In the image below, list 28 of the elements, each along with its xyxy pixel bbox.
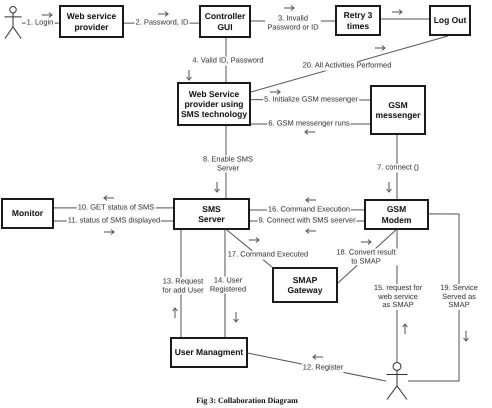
object-name: Retry 3 times	[342, 10, 374, 31]
object-box	[173, 198, 250, 230]
connector-line	[380, 18, 430, 20]
object-name: Log Out	[434, 15, 466, 26]
object-name: Web service provider	[66, 11, 118, 32]
object-box	[429, 5, 471, 36]
connector-line	[408, 213, 460, 382]
object-name: Monitor	[12, 208, 44, 219]
object-name: User Managment	[174, 347, 244, 358]
figure-caption: Fig 3: Collaboration Diagram	[196, 397, 298, 406]
object-box	[59, 5, 124, 38]
connector-line	[396, 134, 398, 200]
object-box	[170, 337, 248, 368]
object-box	[1, 198, 54, 229]
object-box	[335, 5, 381, 36]
object-box	[370, 85, 426, 135]
object-name: SMAP Gateway	[286, 274, 324, 296]
stick-figure-icon	[386, 362, 408, 400]
object-name: GSM messenger	[374, 100, 422, 120]
object-name: SMS Server	[197, 204, 226, 224]
object-name: Web Service provider using SMS technology	[180, 88, 248, 120]
object-box	[272, 267, 338, 303]
object-name: GSM Modem	[380, 204, 412, 225]
stick-figure-icon	[4, 6, 22, 39]
object-box	[364, 199, 429, 230]
object-name: Controller GUI	[204, 11, 246, 32]
object-box	[199, 5, 251, 38]
object-box	[177, 82, 251, 126]
